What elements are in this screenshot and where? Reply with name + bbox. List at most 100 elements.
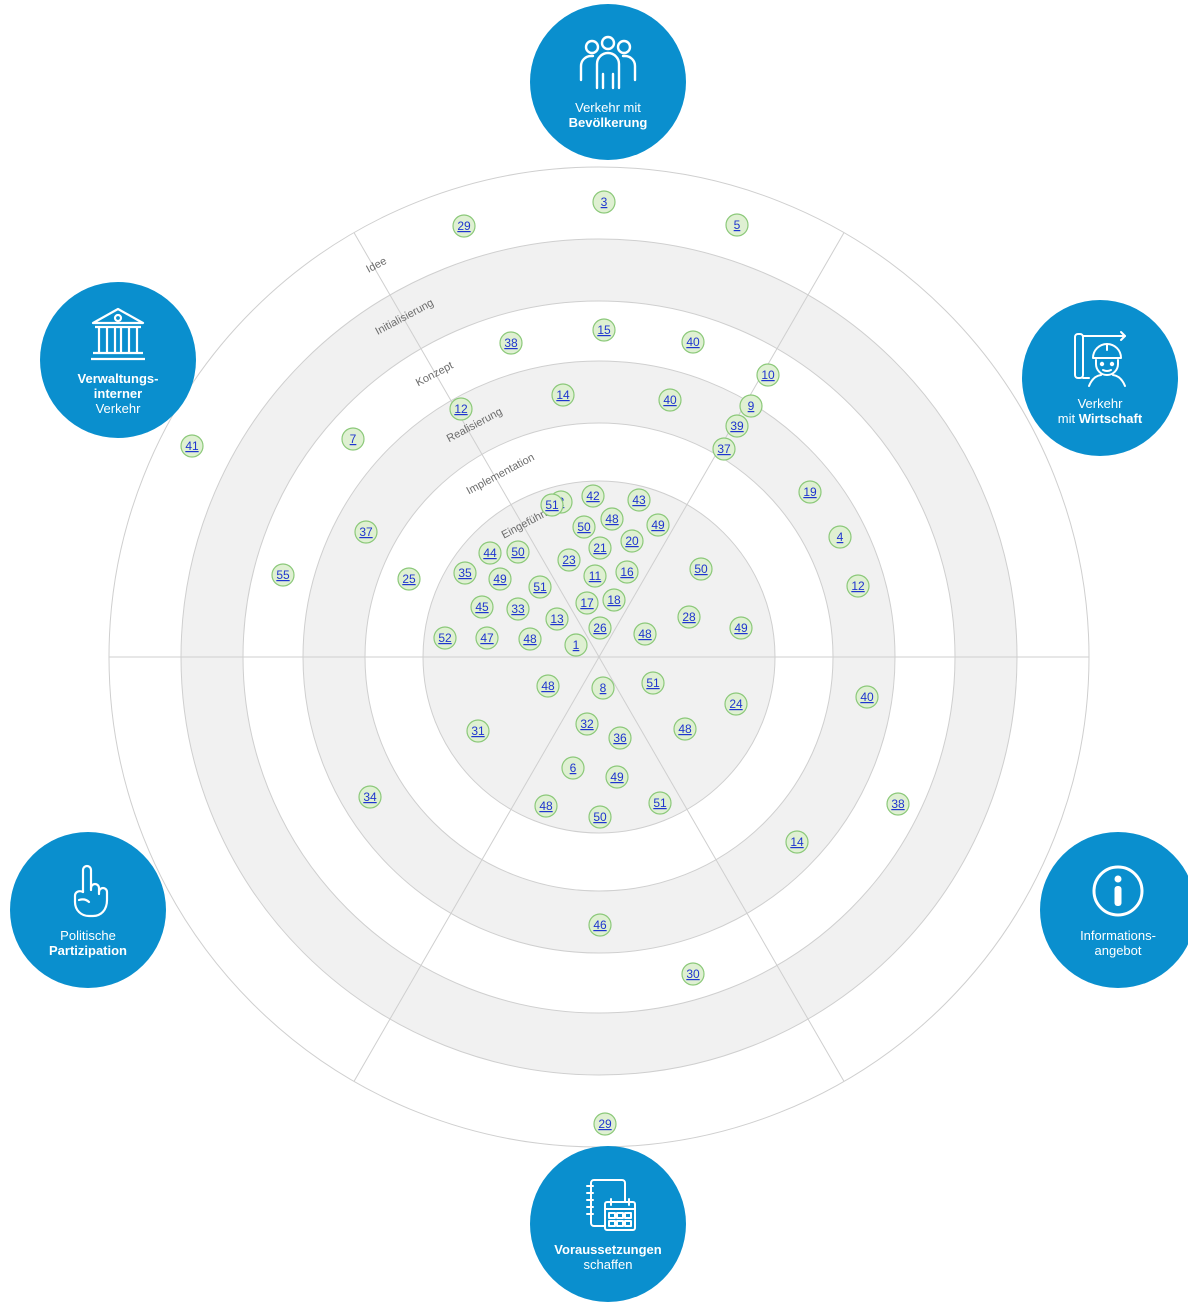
marker-circle[interactable] bbox=[561, 756, 585, 780]
marker-label[interactable]: 49 bbox=[610, 770, 624, 784]
marker-circle[interactable] bbox=[341, 427, 365, 451]
marker-25[interactable]: 25 bbox=[397, 567, 421, 591]
marker-label[interactable]: 35 bbox=[458, 566, 472, 580]
marker-29[interactable]: 29 bbox=[593, 1112, 617, 1136]
marker-29[interactable]: 29 bbox=[452, 214, 476, 238]
marker-label[interactable]: 34 bbox=[363, 790, 377, 804]
marker-circle[interactable] bbox=[828, 525, 852, 549]
marker-circle[interactable] bbox=[681, 962, 705, 986]
marker-circle[interactable] bbox=[627, 488, 651, 512]
marker-label[interactable]: 40 bbox=[860, 690, 874, 704]
marker-circle[interactable] bbox=[534, 794, 558, 818]
marker-label[interactable]: 46 bbox=[593, 918, 607, 932]
marker-14[interactable]: 14 bbox=[551, 383, 575, 407]
marker-47[interactable]: 47 bbox=[475, 626, 499, 650]
category-verkehr-mit-wirtschaft[interactable]: Verkehr mit Wirtschaft bbox=[1022, 300, 1178, 456]
marker-circle[interactable] bbox=[588, 805, 612, 829]
marker-label[interactable]: 4 bbox=[837, 530, 844, 544]
marker-circle[interactable] bbox=[725, 213, 749, 237]
marker-41[interactable]: 41 bbox=[180, 434, 204, 458]
marker-circle[interactable] bbox=[488, 567, 512, 591]
marker-44[interactable]: 44 bbox=[478, 541, 502, 565]
marker-36[interactable]: 36 bbox=[608, 726, 632, 750]
marker-label[interactable]: 9 bbox=[748, 399, 755, 413]
marker-circle[interactable] bbox=[358, 785, 382, 809]
marker-label[interactable]: 31 bbox=[471, 724, 485, 738]
marker-circle[interactable] bbox=[180, 434, 204, 458]
marker-label[interactable]: 12 bbox=[454, 402, 468, 416]
marker-circle[interactable] bbox=[528, 575, 552, 599]
category-verkehr-mit-bevoelkerung[interactable]: Verkehr mit Bevölkerung bbox=[530, 4, 686, 160]
marker-label[interactable]: 25 bbox=[402, 572, 416, 586]
marker-label[interactable]: 55 bbox=[276, 568, 290, 582]
marker-label[interactable]: 10 bbox=[761, 368, 775, 382]
marker-50[interactable]: 50 bbox=[588, 805, 612, 829]
marker-37[interactable]: 37 bbox=[712, 437, 736, 461]
marker-31[interactable]: 31 bbox=[466, 719, 490, 743]
marker-circle[interactable] bbox=[506, 597, 530, 621]
marker-circle[interactable] bbox=[725, 414, 749, 438]
marker-label[interactable]: 18 bbox=[607, 593, 621, 607]
marker-label[interactable]: 5 bbox=[734, 218, 741, 232]
marker-circle[interactable] bbox=[608, 726, 632, 750]
marker-circle[interactable] bbox=[798, 480, 822, 504]
marker-circle[interactable] bbox=[615, 560, 639, 584]
marker-label[interactable]: 50 bbox=[694, 562, 708, 576]
category-politische-partizipation[interactable]: Politische Partizipation bbox=[10, 832, 166, 988]
marker-circle[interactable] bbox=[641, 671, 665, 695]
marker-circle[interactable] bbox=[475, 626, 499, 650]
marker-label[interactable]: 17 bbox=[580, 596, 594, 610]
marker-label[interactable]: 47 bbox=[480, 631, 494, 645]
marker-37[interactable]: 37 bbox=[354, 520, 378, 544]
marker-circle[interactable] bbox=[689, 557, 713, 581]
marker-55[interactable]: 55 bbox=[271, 563, 295, 587]
marker-label[interactable]: 48 bbox=[605, 512, 619, 526]
marker-39[interactable]: 39 bbox=[725, 414, 749, 438]
marker-label[interactable]: 15 bbox=[597, 323, 611, 337]
marker-circle[interactable] bbox=[729, 616, 753, 640]
marker-circle[interactable] bbox=[886, 792, 910, 816]
marker-20[interactable]: 20 bbox=[620, 529, 644, 553]
marker-circle[interactable] bbox=[271, 563, 295, 587]
marker-label[interactable]: 32 bbox=[580, 717, 594, 731]
marker-label[interactable]: 51 bbox=[646, 676, 660, 690]
marker-label[interactable]: 48 bbox=[541, 679, 555, 693]
marker-circle[interactable] bbox=[593, 1112, 617, 1136]
marker-circle[interactable] bbox=[506, 540, 530, 564]
marker-49[interactable]: 49 bbox=[488, 567, 512, 591]
marker-circle[interactable] bbox=[602, 588, 626, 612]
marker-8[interactable]: 8 bbox=[591, 676, 615, 700]
marker-circle[interactable] bbox=[605, 765, 629, 789]
marker-label[interactable]: 14 bbox=[556, 388, 570, 402]
marker-33[interactable]: 33 bbox=[506, 597, 530, 621]
category-verwaltungsinterner-verkehr[interactable]: Verwaltungs- interner Verkehr bbox=[40, 282, 196, 438]
marker-circle[interactable] bbox=[846, 574, 870, 598]
marker-48[interactable]: 48 bbox=[633, 622, 657, 646]
marker-10[interactable]: 10 bbox=[756, 363, 780, 387]
marker-circle[interactable] bbox=[540, 493, 564, 517]
marker-circle[interactable] bbox=[785, 830, 809, 854]
marker-label[interactable]: 45 bbox=[475, 600, 489, 614]
marker-label[interactable]: 37 bbox=[717, 442, 731, 456]
marker-14[interactable]: 14 bbox=[785, 830, 809, 854]
marker-4[interactable]: 4 bbox=[828, 525, 852, 549]
marker-circle[interactable] bbox=[739, 394, 763, 418]
marker-label[interactable]: 50 bbox=[511, 545, 525, 559]
marker-label[interactable]: 33 bbox=[511, 602, 525, 616]
marker-circle[interactable] bbox=[433, 626, 457, 650]
marker-label[interactable]: 40 bbox=[663, 393, 677, 407]
marker-38[interactable]: 38 bbox=[886, 792, 910, 816]
marker-48[interactable]: 48 bbox=[536, 674, 560, 698]
marker-label[interactable]: 49 bbox=[493, 572, 507, 586]
marker-label[interactable]: 21 bbox=[593, 541, 607, 555]
marker-label[interactable]: 1 bbox=[573, 638, 580, 652]
marker-32[interactable]: 32 bbox=[575, 712, 599, 736]
marker-43[interactable]: 43 bbox=[627, 488, 651, 512]
marker-label[interactable]: 7 bbox=[350, 432, 357, 446]
category-informationsangebot[interactable]: Informations- angebot bbox=[1040, 832, 1188, 988]
marker-15[interactable]: 15 bbox=[592, 318, 616, 342]
marker-40[interactable]: 40 bbox=[855, 685, 879, 709]
marker-circle[interactable] bbox=[724, 692, 748, 716]
marker-51[interactable]: 51 bbox=[540, 493, 564, 517]
marker-label[interactable]: 44 bbox=[483, 546, 497, 560]
